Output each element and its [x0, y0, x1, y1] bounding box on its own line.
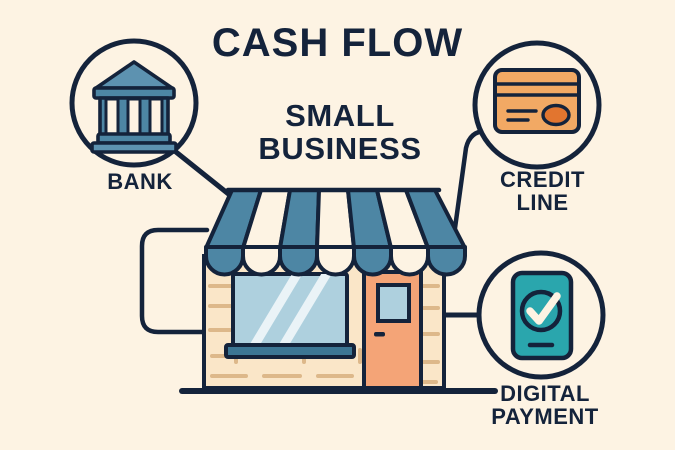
label-credit-line: CREDIT LINE [500, 167, 585, 216]
card-number-lines [506, 109, 538, 122]
shop-window [224, 272, 356, 359]
mobile-check-icon [510, 270, 574, 361]
bank-icon [90, 60, 178, 154]
check-mark [526, 292, 561, 325]
label-bank: BANK [107, 169, 173, 194]
awning-scallops [204, 245, 467, 277]
shop-door [362, 270, 423, 390]
shop-awning [204, 187, 467, 277]
window-sill [224, 343, 356, 359]
connector-bank [173, 149, 234, 199]
door-handle [374, 332, 385, 337]
connector-left-loop [139, 227, 210, 335]
storefront-illustration [179, 187, 498, 394]
credit-card-icon [493, 68, 581, 134]
node-credit-line[interactable] [472, 40, 602, 170]
node-digital-payment[interactable] [476, 250, 606, 380]
page-subtitle: SMALL BUSINESS [258, 98, 422, 166]
card-chip [541, 103, 571, 127]
label-digital-payment: DIGITAL PAYMENT [491, 381, 599, 430]
page-title: CASH FLOW [211, 21, 464, 65]
door-window [376, 283, 411, 323]
node-bank[interactable] [69, 38, 199, 168]
